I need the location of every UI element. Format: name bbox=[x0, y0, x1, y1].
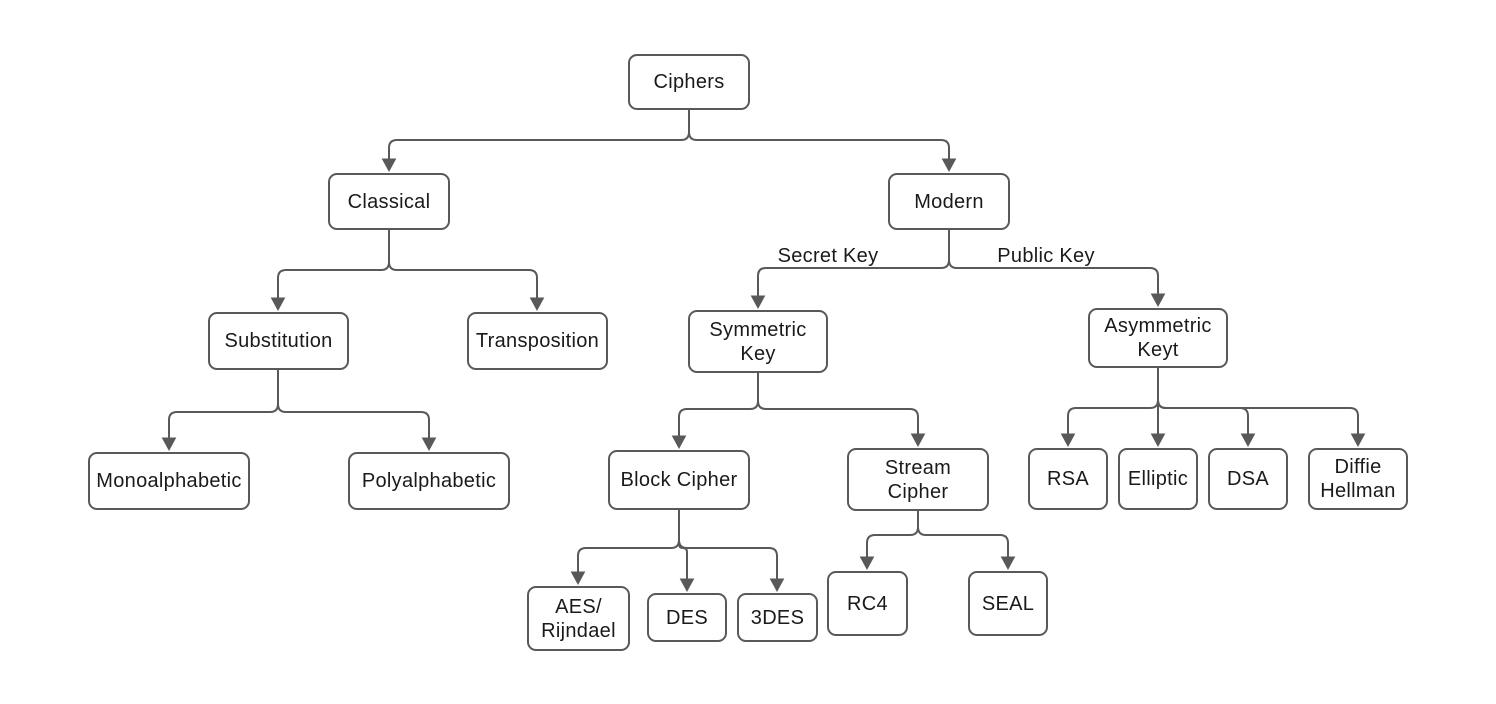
node-block-cipher-label: Block Cipher bbox=[620, 469, 738, 491]
node-elliptic: Elliptic bbox=[1118, 448, 1198, 510]
node-elliptic-label: Elliptic bbox=[1127, 468, 1189, 490]
edge-substitution-monoalphabetic bbox=[161, 370, 279, 452]
node-3des-label: 3DES bbox=[750, 606, 805, 629]
node-rc4: RC4 bbox=[827, 571, 908, 636]
node-ciphers-label: Ciphers bbox=[653, 71, 725, 93]
node-asymmetric-key-label: Asymmetric Keyt bbox=[1104, 315, 1212, 361]
edge-asymmetric-rsa bbox=[1060, 368, 1159, 448]
arrowhead-icon bbox=[1240, 433, 1256, 448]
arrowhead-icon bbox=[1350, 433, 1366, 448]
node-modern: Modern bbox=[888, 173, 1010, 230]
edge-ciphers-classical bbox=[381, 110, 690, 173]
node-rsa-label: RSA bbox=[1046, 468, 1090, 490]
edge-ciphers-modern bbox=[688, 110, 957, 173]
arrowhead-icon bbox=[1000, 556, 1016, 571]
node-symmetric-key-label: Symmetric Key bbox=[709, 318, 807, 365]
edge-label-secret-key: Secret Key bbox=[777, 245, 879, 267]
edge-block-des bbox=[678, 510, 695, 593]
arrowhead-icon bbox=[1150, 293, 1166, 308]
arrowhead-icon bbox=[679, 578, 695, 593]
node-classical: Classical bbox=[328, 173, 450, 230]
edge-modern-symmetric bbox=[750, 230, 950, 310]
node-des-label: DES bbox=[665, 606, 709, 629]
node-substitution-label: Substitution bbox=[224, 330, 333, 352]
node-monoalphabetic-label: Monoalphabetic bbox=[96, 470, 242, 492]
node-block-cipher: Block Cipher bbox=[608, 450, 750, 510]
arrowhead-icon bbox=[941, 158, 957, 173]
node-transposition-label: Transposition bbox=[475, 330, 600, 352]
edge-asymmetric-dsa bbox=[1157, 368, 1256, 448]
edge-asymmetric-elliptic bbox=[1150, 368, 1166, 448]
node-monoalphabetic: Monoalphabetic bbox=[88, 452, 250, 510]
node-diffie-hellman: Diffie Hellman bbox=[1308, 448, 1408, 510]
edge-modern-asymmetric bbox=[948, 230, 1166, 308]
node-polyalphabetic: Polyalphabetic bbox=[348, 452, 510, 510]
edge-classical-transposition bbox=[388, 230, 545, 312]
node-classical-label: Classical bbox=[347, 190, 431, 213]
arrowhead-icon bbox=[1060, 433, 1076, 448]
arrowhead-icon bbox=[570, 571, 586, 586]
node-stream-cipher-label: Stream Cipher bbox=[884, 456, 952, 503]
edge-stream-rc4 bbox=[859, 511, 919, 571]
arrowhead-icon bbox=[671, 435, 687, 450]
edge-asymmetric-diffie bbox=[1157, 368, 1366, 448]
node-des: DES bbox=[647, 593, 727, 642]
node-dsa: DSA bbox=[1208, 448, 1288, 510]
arrowhead-icon bbox=[529, 297, 545, 312]
node-dsa-label: DSA bbox=[1226, 468, 1270, 490]
node-rsa: RSA bbox=[1028, 448, 1108, 510]
node-aes-rijndael-label: AES/ Rijndael bbox=[541, 595, 616, 642]
node-stream-cipher: Stream Cipher bbox=[847, 448, 989, 511]
node-rc4-label: RC4 bbox=[847, 592, 888, 615]
edge-substitution-polyalphabetic bbox=[277, 370, 437, 452]
edge-block-aes bbox=[570, 510, 680, 586]
node-diffie-hellman-label: Diffie Hellman bbox=[1320, 456, 1396, 502]
node-seal: SEAL bbox=[968, 571, 1048, 636]
edge-block-3des bbox=[678, 510, 785, 593]
edge-label-public-key: Public Key bbox=[997, 245, 1095, 267]
node-polyalphabetic-label: Polyalphabetic bbox=[361, 470, 497, 492]
node-ciphers: Ciphers bbox=[628, 54, 750, 110]
node-symmetric-key: Symmetric Key bbox=[688, 310, 828, 373]
arrowhead-icon bbox=[910, 433, 926, 448]
arrowhead-icon bbox=[161, 437, 177, 452]
arrowhead-icon bbox=[381, 158, 397, 173]
arrowhead-icon bbox=[421, 437, 437, 452]
arrowhead-icon bbox=[859, 556, 875, 571]
node-modern-label: Modern bbox=[914, 190, 984, 213]
node-substitution: Substitution bbox=[208, 312, 349, 370]
arrowhead-icon bbox=[1150, 433, 1166, 448]
node-aes-rijndael: AES/ Rijndael bbox=[527, 586, 630, 651]
arrowhead-icon bbox=[769, 578, 785, 593]
node-asymmetric-key: Asymmetric Keyt bbox=[1088, 308, 1228, 368]
edge-stream-seal bbox=[917, 511, 1016, 571]
arrowhead-icon bbox=[750, 295, 766, 310]
edge-classical-substitution bbox=[270, 230, 390, 312]
node-transposition: Transposition bbox=[467, 312, 608, 370]
node-seal-label: SEAL bbox=[981, 592, 1035, 615]
node-3des: 3DES bbox=[737, 593, 818, 642]
edge-symmetric-block-cipher bbox=[671, 373, 759, 450]
edge-symmetric-stream-cipher bbox=[757, 373, 926, 448]
arrowhead-icon bbox=[270, 297, 286, 312]
